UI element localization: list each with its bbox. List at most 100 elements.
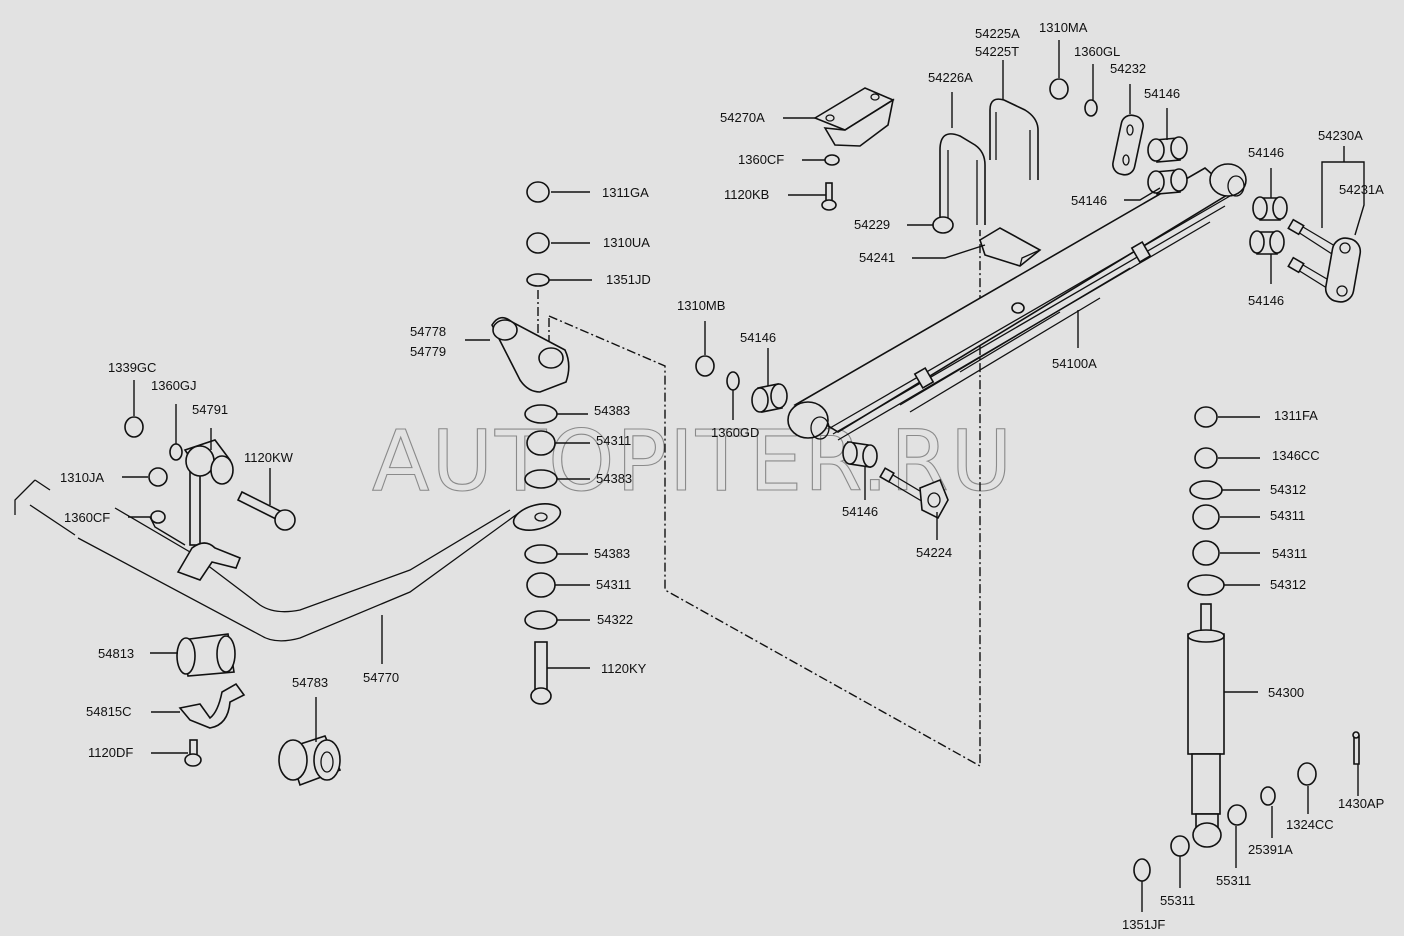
bolt-1120DF	[184, 739, 202, 767]
washer-54312-a	[1189, 480, 1223, 500]
shock-absorber-54300	[1187, 603, 1225, 848]
label-54146-b: 54146	[1071, 193, 1107, 208]
washer-54383-a	[524, 404, 558, 424]
label-54383-b: 54383	[596, 471, 632, 486]
label-1310UA: 1310UA	[603, 235, 650, 250]
label-54232: 54232	[1110, 61, 1146, 76]
label-1360GL: 1360GL	[1074, 44, 1120, 59]
label-54311-d: 54311	[596, 577, 631, 592]
label-1120DF: 1120DF	[88, 745, 133, 760]
nut-1311FA	[1194, 406, 1218, 428]
nut-54229	[932, 216, 954, 234]
nut-1310MB	[695, 355, 715, 377]
bushing-54146-right-a	[1252, 196, 1288, 221]
label-1360CF-a: 1360CF	[738, 152, 784, 167]
label-54146-a: 54146	[1144, 86, 1180, 101]
stabilizer-bar-54770	[14, 479, 562, 642]
part-labels: 54225A 54225T 1310MA 1360GL 54226A 54232…	[60, 20, 1384, 932]
nut-1310MA	[1049, 78, 1069, 100]
bushing-54146-right-b	[1249, 230, 1285, 255]
bushing-54146-upper	[1147, 136, 1188, 163]
watermark: AUTOPITER.RU	[372, 412, 1014, 510]
bolt-1120KB	[821, 182, 837, 211]
label-54791: 54791	[192, 402, 228, 417]
bushing-54311-c	[1192, 504, 1220, 530]
nut-1339GC	[124, 416, 144, 438]
label-1324CC: 1324CC	[1286, 817, 1334, 832]
label-1360CF-b: 1360CF	[64, 510, 110, 525]
label-55311-a: 55311	[1216, 873, 1251, 888]
label-1346CC: 1346CC	[1272, 448, 1320, 463]
label-1310MB: 1310MB	[677, 298, 725, 313]
washer-54383-b	[524, 469, 558, 489]
label-54230A: 54230A	[1318, 128, 1363, 143]
label-1351JF: 1351JF	[1122, 917, 1165, 932]
clamp-54815C	[178, 682, 246, 729]
shackle-plate-54232	[1112, 114, 1144, 176]
nut-1310JA	[148, 467, 168, 487]
bushing-55311-a	[1227, 804, 1247, 826]
label-54224: 54224	[916, 545, 952, 560]
label-54813: 54813	[98, 646, 134, 661]
leader-lines	[122, 40, 1365, 912]
nut-1310UA	[526, 232, 550, 254]
label-54231A: 54231A	[1339, 182, 1384, 197]
label-55311-b: 55311	[1160, 893, 1195, 908]
nut-1346CC	[1194, 447, 1218, 469]
bushing-54311-d	[1192, 540, 1220, 566]
label-54311-c: 54311	[1272, 546, 1307, 561]
label-54146-c: 54146	[1248, 145, 1284, 160]
label-54383-a: 54383	[594, 403, 630, 418]
label-1339GC: 1339GC	[108, 360, 156, 375]
shackle-54230A	[1287, 218, 1362, 303]
washer-1360CF-left	[150, 510, 166, 524]
label-1351JD: 1351JD	[606, 272, 651, 287]
pin-54224	[879, 467, 949, 520]
washer-1351JF	[1133, 858, 1151, 882]
label-54770: 54770	[363, 670, 399, 685]
label-1311GA: 1311GA	[602, 185, 649, 200]
label-25391A: 25391A	[1248, 842, 1293, 857]
washer-1360CF-top	[824, 154, 840, 166]
bushing-54311-a	[526, 430, 556, 456]
label-54815C: 54815C	[86, 704, 132, 719]
label-54778: 54778	[410, 324, 446, 339]
label-1430AP: 1430AP	[1338, 796, 1384, 811]
cotter-pin-1430AP	[1352, 731, 1360, 765]
nut-1324CC	[1297, 762, 1317, 786]
label-54322: 54322	[597, 612, 633, 627]
washer-54383-c	[524, 544, 558, 564]
label-1360GD: 1360GD	[711, 425, 759, 440]
label-54226A: 54226A	[928, 70, 973, 85]
bump-stopper-54270A	[813, 87, 895, 147]
washer-1351JD	[526, 273, 550, 287]
bracket-54778	[491, 316, 570, 393]
bushing-54146-bottom	[842, 441, 878, 468]
label-54146-e: 54146	[740, 330, 776, 345]
washer-1360GD	[726, 371, 740, 391]
bolt-1120KW	[236, 490, 296, 531]
label-1310MA: 1310MA	[1039, 20, 1088, 35]
label-54311-a: 54311	[596, 433, 631, 448]
label-1120KY: 1120KY	[601, 661, 647, 676]
label-1360GJ: 1360GJ	[151, 378, 197, 393]
bushing-55311-b	[1170, 835, 1190, 857]
washer-1360GL	[1084, 99, 1098, 117]
label-54146-f: 54146	[842, 504, 878, 519]
washer-1360GJ	[169, 443, 183, 461]
label-54229: 54229	[854, 217, 890, 232]
label-1310JA: 1310JA	[60, 470, 104, 485]
washer-54312-b	[1187, 574, 1225, 596]
label-54241: 54241	[859, 250, 895, 265]
label-1311FA: 1311FA	[1274, 408, 1318, 423]
u-bolt-54225A	[989, 98, 1039, 180]
washer-25391A	[1260, 786, 1276, 806]
label-54270A: 54270A	[720, 110, 765, 125]
leaf-spring	[787, 163, 1247, 441]
label-1120KB: 1120KB	[724, 187, 769, 202]
label-54225A: 54225A	[975, 26, 1020, 41]
label-54312-a: 54312	[1270, 482, 1306, 497]
label-54225T: 54225T	[975, 44, 1019, 59]
link-54791	[176, 439, 242, 581]
